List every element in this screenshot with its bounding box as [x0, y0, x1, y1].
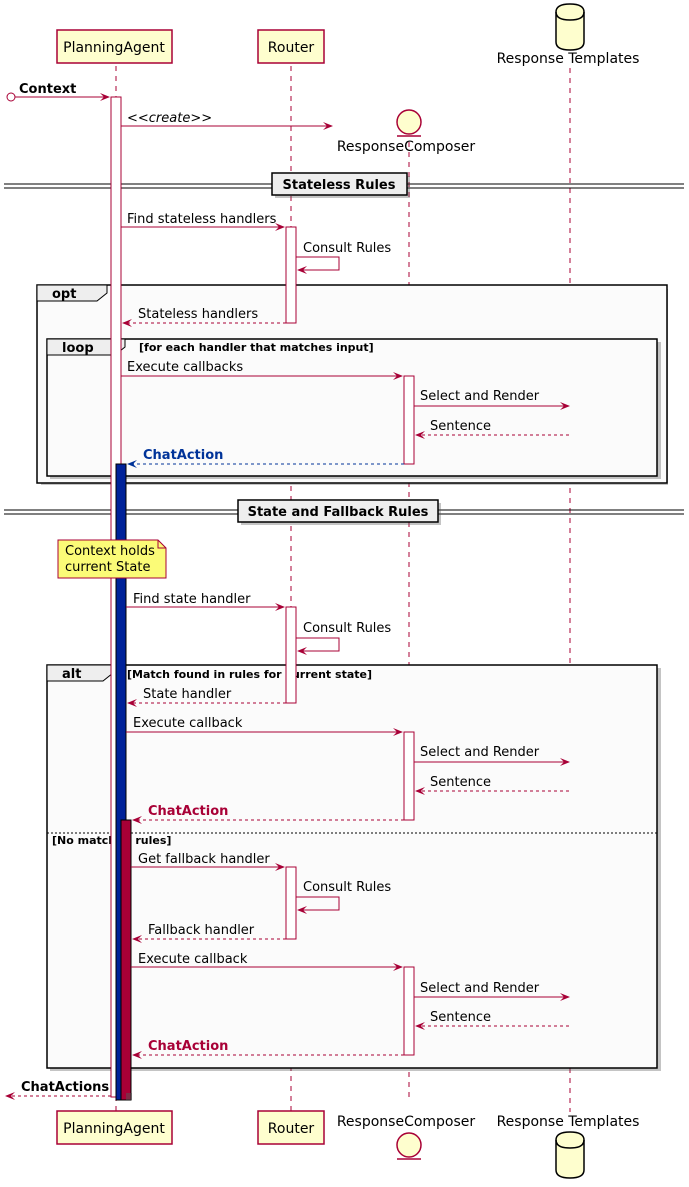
loop-fragment: loop [for each handler that matches inpu… — [46, 338, 661, 479]
message-label: ChatAction — [148, 804, 228, 819]
entity-icon — [396, 109, 422, 135]
msg-create: <<create>> — [121, 111, 333, 130]
router-activation — [285, 226, 297, 324]
msg-select-render-3: Select and Render — [414, 981, 570, 1001]
message-label: ChatActions — [21, 1080, 109, 1095]
divider-stateless: Stateless Rules — [4, 172, 684, 198]
participant-label: Response Templates — [497, 51, 640, 67]
participant-response-composer-bottom: ResponseComposer — [337, 1114, 476, 1160]
fragment-label: alt — [62, 667, 81, 682]
message-label: Consult Rules — [303, 621, 391, 636]
participant-label: Response Templates — [497, 1114, 640, 1130]
message-label: <<create>> — [127, 111, 212, 126]
msg-consult-rules-2: Consult Rules — [296, 621, 391, 655]
participant-label: ResponseComposer — [337, 139, 476, 155]
database-icon — [555, 1131, 585, 1179]
entity-icon — [396, 1132, 422, 1158]
participant-router-top: Router — [257, 29, 325, 64]
divider-label: Stateless Rules — [283, 178, 396, 193]
msg-context: Context — [6, 82, 110, 102]
message-label: Consult Rules — [303, 241, 391, 256]
message-label: ChatAction — [148, 1039, 228, 1054]
message-label: Context — [19, 82, 76, 97]
msg-get-fallback: Get fallback handler — [131, 852, 285, 871]
msg-execute-callbacks: Execute callbacks — [121, 360, 403, 380]
message-label: State handler — [143, 687, 232, 702]
participant-response-templates-top: Response Templates — [497, 3, 640, 67]
msg-consult-rules-3: Consult Rules — [296, 880, 391, 914]
router-activation — [285, 866, 297, 940]
msg-select-render-1: Select and Render — [414, 389, 570, 410]
msg-chat-action-1: ChatAction — [127, 448, 404, 468]
message-label: Execute callbacks — [127, 360, 243, 375]
participant-label: Router — [268, 1121, 315, 1137]
participant-label: PlanningAgent — [63, 1121, 165, 1137]
message-label: Execute callback — [138, 952, 248, 967]
state-note: Context holds current State — [57, 539, 167, 579]
divider-state-fallback: State and Fallback Rules — [4, 499, 684, 525]
msg-state-handler: State handler — [127, 687, 286, 707]
msg-consult-rules-1: Consult Rules — [296, 241, 391, 274]
message-label: Stateless handlers — [138, 307, 258, 322]
alt-condition: [Match found in rules for current state] — [127, 668, 372, 681]
message-label: Fallback handler — [148, 923, 255, 938]
composer-activation — [403, 966, 415, 1056]
participant-label: Router — [268, 40, 315, 56]
msg-find-state-handler: Find state handler — [126, 592, 285, 611]
participant-router-bottom: Router — [257, 1110, 325, 1145]
msg-chat-action-3: ChatAction — [132, 1039, 404, 1059]
msg-sentence-3: Sentence — [415, 1010, 569, 1030]
message-label: Find state handler — [133, 592, 251, 607]
divider-label: State and Fallback Rules — [248, 505, 429, 520]
planning-agent-activation-red — [120, 819, 132, 1101]
participant-response-composer-created: ResponseComposer — [337, 109, 476, 155]
database-icon — [555, 3, 585, 51]
participant-response-templates-bottom: Response Templates — [497, 1114, 640, 1179]
msg-fallback-handler: Fallback handler — [132, 923, 286, 943]
msg-find-stateless: Find stateless handlers — [121, 212, 285, 231]
msg-stateless-handlers: Stateless handlers — [122, 307, 286, 327]
message-label: ChatAction — [143, 448, 223, 463]
message-label: Get fallback handler — [138, 852, 270, 867]
message-label: Execute callback — [133, 716, 243, 731]
composer-activation — [403, 731, 415, 821]
message-label: Select and Render — [420, 389, 540, 404]
composer-activation — [403, 375, 415, 465]
msg-chat-actions: ChatActions — [5, 1080, 111, 1100]
msg-execute-callback-1: Execute callback — [126, 716, 403, 736]
loop-condition: [for each handler that matches input] — [139, 341, 374, 354]
msg-select-render-2: Select and Render — [414, 745, 570, 766]
participant-label: PlanningAgent — [63, 40, 165, 56]
note-line: current State — [65, 560, 150, 575]
message-label: Select and Render — [420, 981, 540, 996]
msg-sentence-1: Sentence — [415, 419, 569, 439]
participant-planning-agent-top: PlanningAgent — [56, 29, 173, 64]
message-label: Find stateless handlers — [127, 212, 277, 227]
participant-planning-agent-bottom: PlanningAgent — [56, 1110, 173, 1145]
fragment-label: loop — [62, 341, 94, 356]
message-label: Select and Render — [420, 745, 540, 760]
msg-chat-action-2: ChatAction — [132, 804, 404, 824]
participant-label: ResponseComposer — [337, 1114, 476, 1130]
message-label: Sentence — [430, 1010, 491, 1025]
note-line: Context holds — [65, 544, 155, 559]
fragment-label: opt — [52, 287, 76, 302]
message-label: Sentence — [430, 419, 491, 434]
message-label: Consult Rules — [303, 880, 391, 895]
msg-sentence-2: Sentence — [415, 775, 569, 795]
router-activation — [285, 606, 297, 704]
msg-execute-callback-2: Execute callback — [131, 952, 403, 971]
message-label: Sentence — [430, 775, 491, 790]
